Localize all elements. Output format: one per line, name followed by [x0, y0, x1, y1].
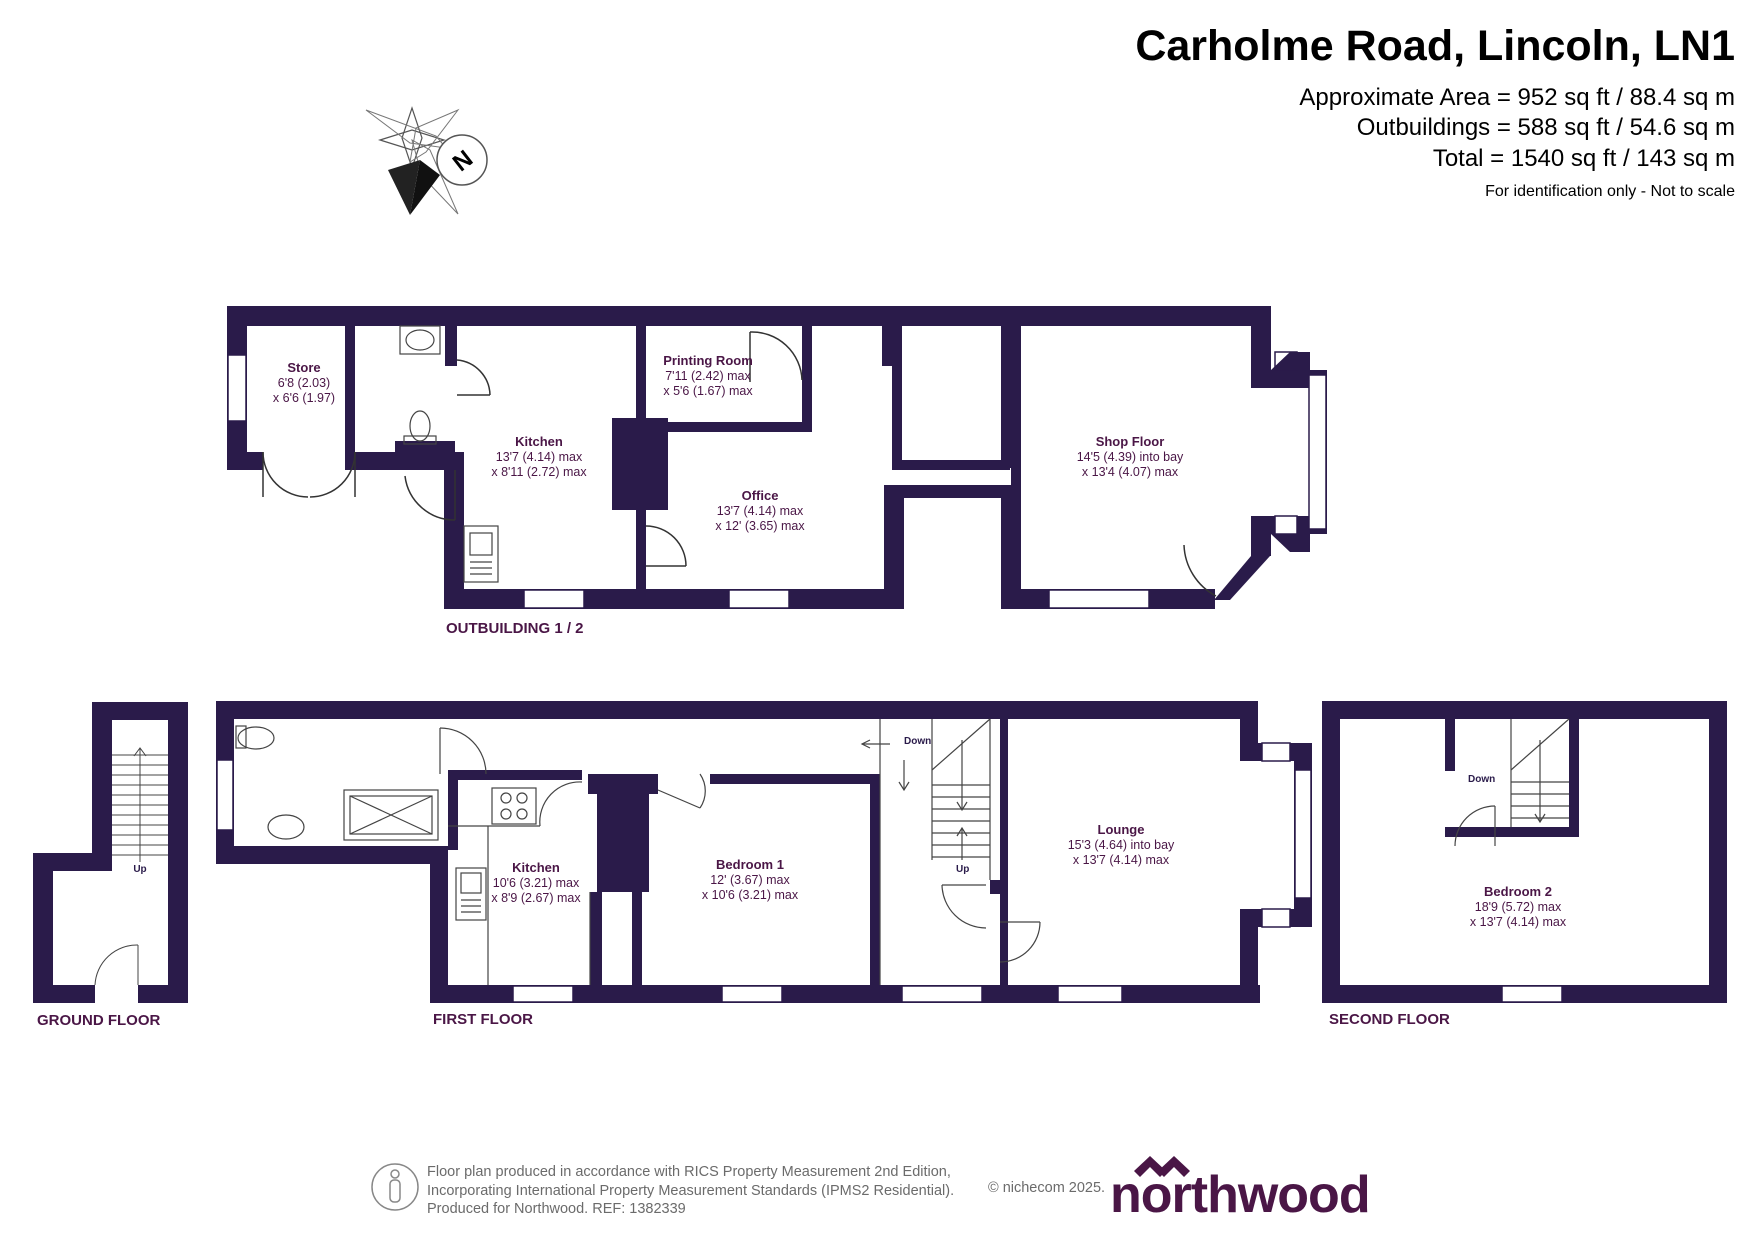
shop-floor-dim-length: 14'5 (4.39) into bay	[1077, 450, 1184, 464]
store-dim-length: 6'8 (2.03)	[278, 376, 330, 390]
first-floor-label: FIRST FLOOR	[433, 1011, 533, 1028]
office-dim-width: x 12' (3.65) max	[715, 519, 805, 533]
footer-line-1: Floor plan produced in accordance with R…	[427, 1164, 951, 1180]
outbuilding-windows	[227, 351, 1327, 609]
outbuilding-kitchen-label: Kitchen	[515, 434, 563, 449]
store-dim-width: x 6'6 (1.97)	[273, 391, 335, 405]
northwood-brand: northwood	[1110, 1166, 1371, 1224]
ground-floor-stairs	[94, 747, 168, 986]
printing-room-dim-length: 7'11 (2.42) max	[665, 369, 751, 383]
lounge-label: Lounge	[1098, 822, 1145, 837]
outbuilding-fixtures	[399, 325, 499, 583]
person-icon	[371, 1163, 419, 1211]
northwood-logo-mark	[1134, 1156, 1190, 1177]
footer-line-3: Produced for Northwood. REF: 1382339	[427, 1201, 686, 1217]
outbuilding-kitchen-dim-width: x 8'11 (2.72) max	[491, 465, 587, 479]
footer-line-2: Incorporating International Property Mea…	[427, 1182, 955, 1199]
office-dim-length: 13'7 (4.14) max	[717, 504, 804, 518]
second-floor-plan	[1322, 701, 1727, 1003]
footer-disclaimer: Floor plan produced in accordance with R…	[427, 1163, 954, 1219]
first-floor-fixtures	[235, 718, 1041, 985]
lounge-dim-length: 15'3 (4.64) into bay	[1068, 838, 1175, 852]
first-floor-kitchen-label: Kitchen	[512, 860, 560, 875]
ground-floor-plan	[33, 702, 188, 1003]
office-label: Office	[742, 488, 779, 503]
outbuilding-kitchen-dim-length: 13'7 (4.14) max	[496, 450, 583, 464]
first-floor-windows	[216, 742, 1312, 1003]
printing-room-label: Printing Room	[663, 353, 753, 368]
bedroom-2-dim-width: x 13'7 (4.14) max	[1470, 915, 1567, 929]
identification-note: For identification only - Not to scale	[1485, 183, 1735, 200]
shop-floor-dim-width: x 13'4 (4.07) max	[1082, 465, 1179, 479]
printing-room-dim-width: x 5'6 (1.67) max	[663, 384, 753, 398]
plan-title: Carholme Road, Lincoln, LN1	[1135, 22, 1735, 70]
first-floor-stair-up: Up	[956, 864, 969, 875]
outbuilding-label: OUTBUILDING 1 / 2	[446, 620, 584, 637]
second-floor-stairs	[1454, 718, 1570, 847]
ground-floor-label: GROUND FLOOR	[37, 1012, 160, 1029]
first-floor-plan	[216, 701, 1312, 1003]
outbuildings-area: Outbuildings = 588 sq ft / 54.6 sq m	[1356, 114, 1735, 141]
bedroom-1-label: Bedroom 1	[716, 857, 784, 872]
bedroom-2-label: Bedroom 2	[1484, 884, 1552, 899]
store-label: Store	[287, 360, 320, 375]
first-floor-kitchen-dim-width: x 8'9 (2.67) max	[491, 891, 581, 905]
outbuilding-doors	[262, 331, 1217, 597]
total-area: Total = 1540 sq ft / 143 sq m	[1432, 145, 1735, 172]
lounge-dim-width: x 13'7 (4.14) max	[1073, 853, 1170, 867]
second-floor-windows	[1501, 985, 1563, 1003]
copyright-notice: © nichecom 2025.	[988, 1180, 1106, 1196]
second-floor-label: SECOND FLOOR	[1329, 1011, 1450, 1028]
bedroom-1-dim-width: x 10'6 (3.21) max	[702, 888, 799, 902]
compass-icon: N	[365, 106, 488, 215]
first-floor-kitchen-dim-length: 10'6 (3.21) max	[493, 876, 580, 890]
ground-floor-stair-up: Up	[133, 864, 146, 875]
bedroom-2-dim-length: 18'9 (5.72) max	[1475, 900, 1562, 914]
approx-area: Approximate Area = 952 sq ft / 88.4 sq m	[1299, 84, 1735, 111]
bedroom-1-dim-length: 12' (3.67) max	[710, 873, 790, 887]
shop-floor-label: Shop Floor	[1096, 434, 1165, 449]
second-floor-stair-down: Down	[1468, 774, 1495, 785]
first-floor-stair-down: Down	[904, 736, 931, 747]
